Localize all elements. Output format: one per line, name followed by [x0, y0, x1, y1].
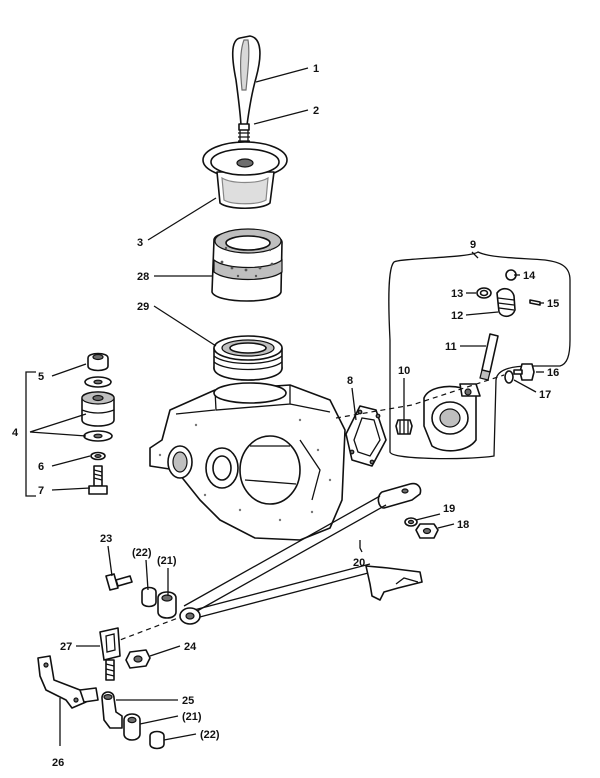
callout-9: 9 — [470, 239, 476, 251]
callout-16: 16 — [547, 367, 559, 379]
shift-knob — [231, 35, 261, 143]
callout-5: 5 — [38, 371, 44, 383]
callout-3: 3 — [137, 237, 143, 249]
bellows-29 — [213, 335, 283, 381]
gasket-8 — [345, 405, 387, 467]
selector-housing — [423, 383, 481, 452]
callout-10: 10 — [398, 365, 410, 377]
callout-26: 26 — [52, 757, 64, 769]
callout-22-lower: (22) — [200, 729, 220, 741]
lever-20 — [179, 482, 423, 625]
nut-18 — [415, 523, 439, 539]
clevis-27 — [99, 627, 121, 681]
stud-23 — [105, 573, 133, 591]
seal-28 — [211, 228, 283, 302]
bracket-26 — [37, 655, 99, 709]
gear-10 — [395, 419, 413, 435]
callout-25: 25 — [182, 695, 194, 707]
callout-13: 13 — [451, 288, 463, 300]
assembly-9-box — [388, 251, 571, 460]
transmission-housing — [149, 382, 346, 541]
callout-7: 7 — [38, 485, 44, 497]
callout-1: 1 — [313, 63, 319, 75]
callout-14: 14 — [523, 270, 536, 282]
callout-6: 6 — [38, 461, 44, 473]
callout-22-upper: (22) — [132, 547, 152, 559]
callout-27: 27 — [60, 641, 72, 653]
callout-12: 12 — [451, 310, 463, 322]
elbow-25 — [101, 691, 123, 729]
callout-11: 11 — [445, 341, 457, 353]
callout-21-upper: (21) — [157, 555, 177, 567]
callout-17: 17 — [539, 389, 551, 401]
callout-8: 8 — [347, 375, 353, 387]
mount-stack — [25, 352, 115, 497]
callout-23: 23 — [100, 533, 112, 545]
nut-24 — [125, 649, 151, 669]
cap-22-lower — [149, 730, 165, 750]
cap-22-upper — [141, 586, 157, 608]
callout-29: 29 — [137, 301, 149, 313]
shift-boot — [202, 141, 288, 210]
callout-21-lower: (21) — [182, 711, 202, 723]
callout-20: 20 — [353, 557, 365, 569]
callout-2: 2 — [313, 105, 319, 117]
callout-28: 28 — [137, 271, 149, 283]
pin-15 — [529, 299, 541, 306]
callout-24: 24 — [184, 641, 197, 653]
leader-lines — [29, 67, 544, 746]
callout-19: 19 — [443, 503, 455, 515]
callout-18: 18 — [457, 519, 469, 531]
bolt-16 — [513, 363, 535, 381]
shaft-11 — [479, 333, 499, 381]
callout-labels: 1 2 3 28 29 4 5 6 7 8 9 10 11 12 13 14 1… — [12, 63, 559, 769]
bushing-21-upper — [157, 591, 177, 619]
callout-15: 15 — [547, 298, 559, 310]
washer-17 — [504, 370, 514, 384]
bushing-21-lower — [123, 713, 141, 741]
detent-12 — [496, 287, 516, 318]
callout-4: 4 — [12, 427, 19, 439]
